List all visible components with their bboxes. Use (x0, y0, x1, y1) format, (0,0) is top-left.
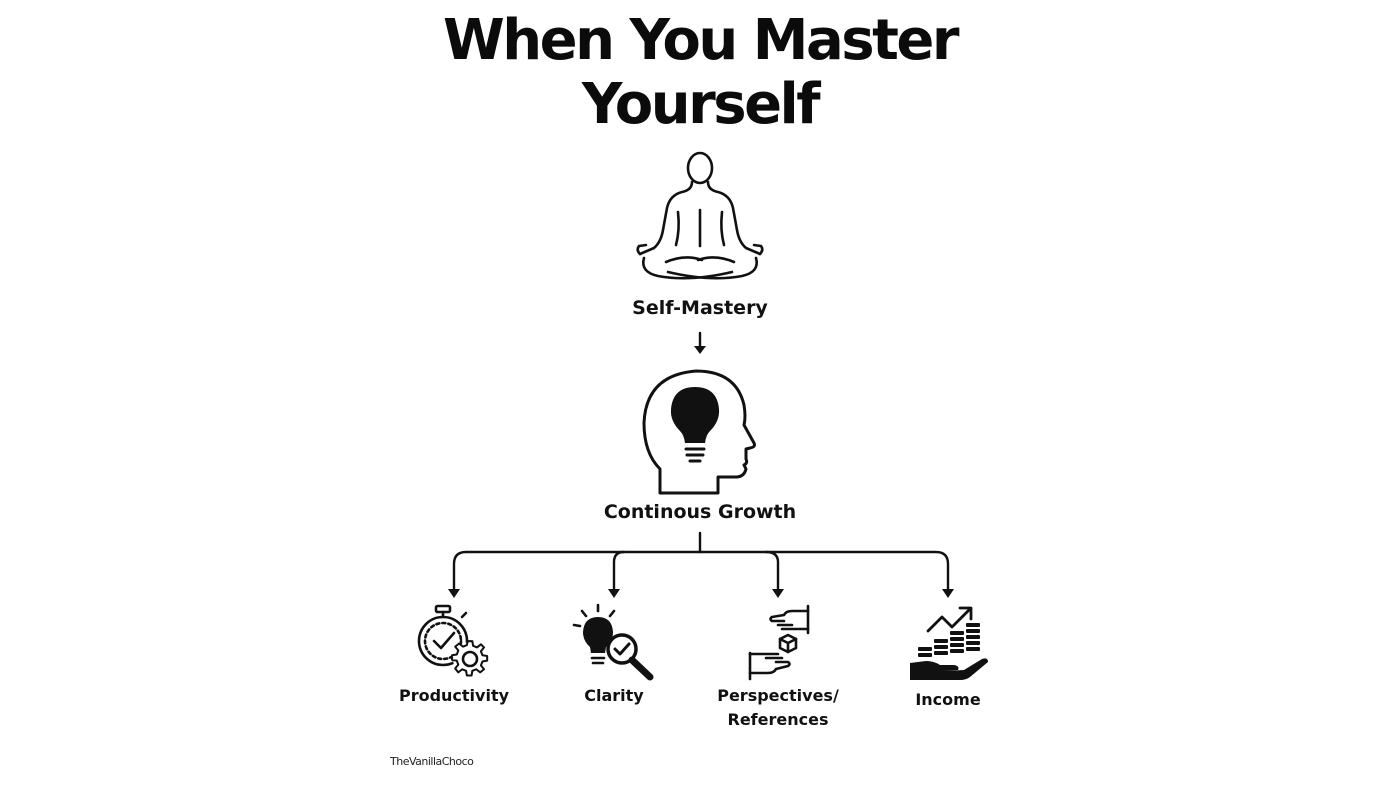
outcome-label-income: Income (915, 690, 981, 709)
head-lightbulb-icon (640, 365, 760, 497)
page-title-line-2: Yourself (581, 72, 821, 137)
meditation-icon (630, 150, 770, 285)
node-label-continous-growth: Continous Growth (603, 501, 797, 523)
page-title-line-1: When You Master (443, 8, 959, 73)
branch-perspectives (764, 550, 780, 592)
branch-left (452, 550, 702, 592)
arrowhead-perspectives (772, 589, 784, 598)
node-label-self-mastery: Self-Mastery (632, 297, 768, 319)
outcome-label-perspectives-line-1: Perspectives/ (717, 686, 839, 705)
arrowhead-clarity (608, 589, 620, 598)
outcome-label-clarity: Clarity (584, 686, 644, 705)
hand-coins-growth-icon (908, 601, 990, 683)
arrowhead-growth (694, 346, 706, 354)
arrowhead-productivity (448, 589, 460, 598)
lightbulb-magnifier-icon (570, 603, 660, 683)
branch-clarity (612, 550, 626, 592)
credit-watermark: TheVanillaChoco (390, 755, 474, 768)
outcome-label-perspectives: Perspectives/ References (668, 684, 888, 732)
outcome-label-productivity: Productivity (398, 686, 510, 705)
arrowhead-income (942, 589, 954, 598)
stopwatch-gear-icon (414, 603, 494, 683)
hands-exchange-icon (742, 603, 818, 683)
outcome-label-perspectives-line-2: References (727, 710, 829, 729)
branch-right (698, 550, 950, 592)
